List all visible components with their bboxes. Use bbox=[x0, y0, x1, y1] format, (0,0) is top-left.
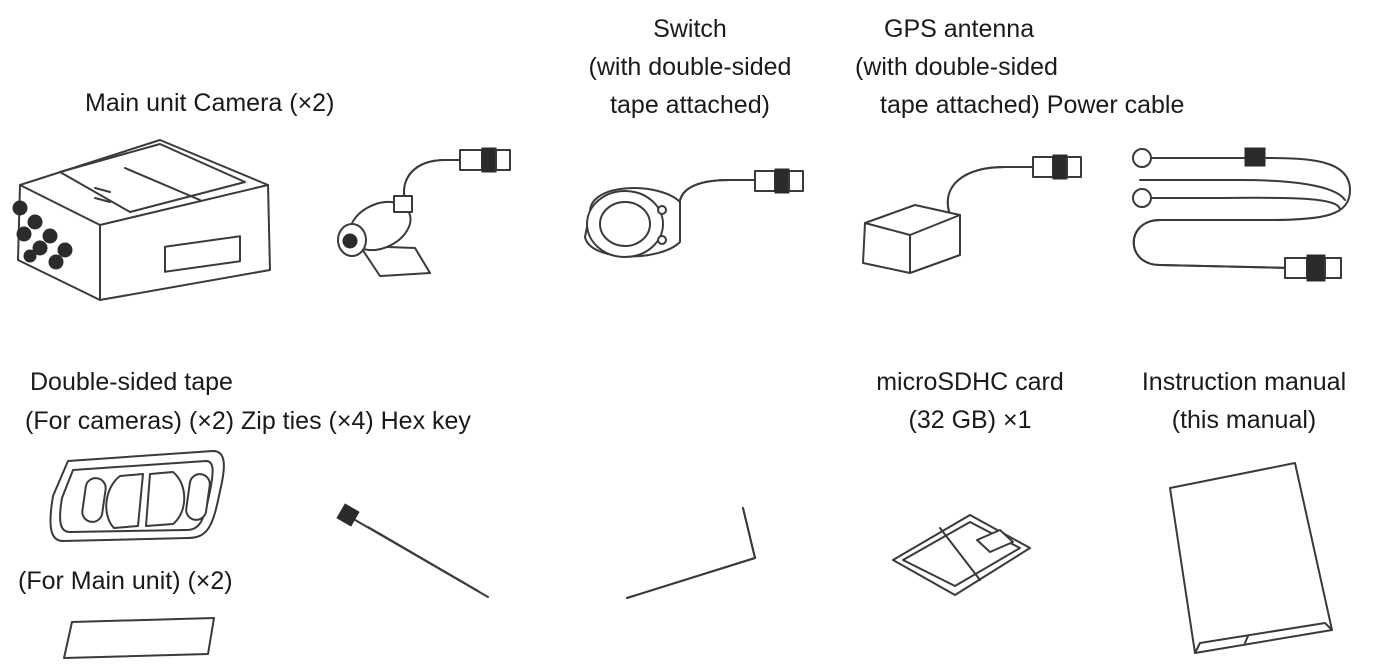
label-switch-line1: Switch bbox=[653, 15, 727, 43]
label-gps-line3: tape attached) Power cable bbox=[880, 91, 1185, 119]
label-microsd-line2: (32 GB) ×1 bbox=[908, 406, 1032, 434]
zip-tie-icon bbox=[336, 503, 489, 598]
label-switch: Switch (with double-sided tape attached) bbox=[560, 10, 820, 124]
label-gps-line2: (with double-sided bbox=[855, 53, 1058, 81]
hex-key-icon bbox=[626, 507, 756, 599]
label-gps-line1: GPS antenna bbox=[884, 15, 1035, 43]
switch-icon bbox=[584, 168, 804, 258]
power-cable-icon bbox=[1132, 147, 1351, 282]
microsd-card-icon bbox=[892, 514, 1031, 596]
label-manual-line1: Instruction manual bbox=[1141, 368, 1347, 396]
label-switch-line2: (with double-sided bbox=[588, 53, 792, 81]
label-main-unit-camera: Main unit Camera (×2) bbox=[85, 89, 335, 117]
label-tape-line2: (For cameras) (×2) Zip ties (×4) Hex key bbox=[25, 407, 471, 435]
gps-antenna-icon bbox=[862, 154, 1082, 274]
label-switch-line3: tape attached) bbox=[610, 91, 770, 119]
label-tape-main-unit: (For Main unit) (×2) bbox=[18, 567, 233, 595]
label-manual: Instruction manual (this manual) bbox=[1110, 363, 1373, 439]
camera-icon bbox=[337, 147, 511, 277]
main-unit-icon bbox=[12, 139, 271, 301]
label-microsd: microSDHC card (32 GB) ×1 bbox=[840, 363, 1100, 439]
label-tape-line1: Double-sided tape bbox=[30, 368, 233, 396]
label-manual-line2: (this manual) bbox=[1171, 406, 1317, 434]
main-unit-tape-icon bbox=[63, 617, 215, 659]
label-microsd-line1: microSDHC card bbox=[876, 368, 1064, 396]
instruction-manual-icon bbox=[1169, 462, 1333, 654]
camera-tape-icon bbox=[49, 450, 225, 542]
